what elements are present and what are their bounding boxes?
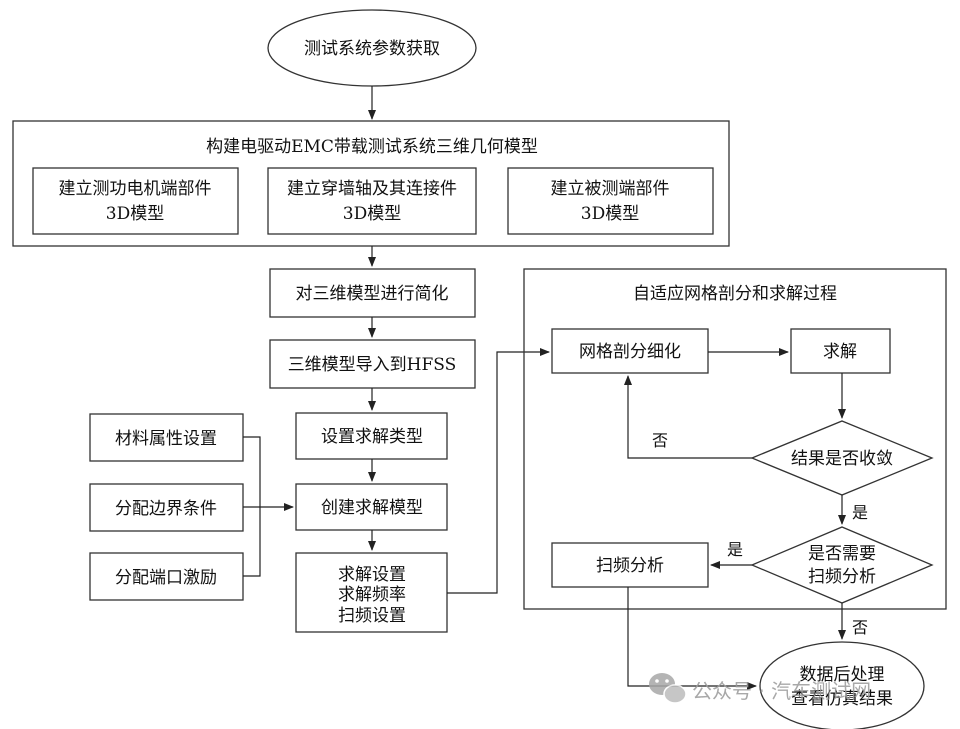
start-node: 测试系统参数获取 (267, 9, 477, 87)
port-label: 分配端口激励 (115, 568, 217, 588)
mesh-label: 网格剖分细化 (579, 342, 681, 362)
sweep-box (551, 542, 709, 588)
converge-label: 结果是否收敛 (791, 449, 893, 469)
sub-dut-line2: 3D模型 (581, 204, 639, 224)
arrow-settings-to-mesh (447, 348, 550, 594)
solve-type-node: 设置求解类型 (295, 412, 448, 460)
sub-dut-line1: 建立被测端部件 (551, 179, 670, 199)
sweep-label: 扫频分析 (596, 556, 664, 576)
solve-settings-line1: 求解设置 (338, 565, 406, 585)
yes-label-2: 是 (727, 540, 743, 559)
solve-box (790, 328, 891, 374)
port-node: 分配端口激励 (89, 552, 244, 601)
simplify-label: 对三维模型进行简化 (296, 284, 449, 304)
solve-type-label: 设置求解类型 (321, 427, 423, 447)
build-model-group: 构建电驱动EMC带载测试系统三维几何模型 建立测功电机端部件 3D模型 建立穿墙… (12, 120, 730, 247)
create-model-label: 创建求解模型 (321, 498, 423, 518)
post-line1: 数据后处理 (800, 665, 885, 685)
boundary-node: 分配边界条件 (89, 483, 244, 532)
need-sweep-line2: 扫频分析 (808, 567, 876, 587)
no-label-1: 否 (652, 431, 668, 450)
watermark-text: 公众号 · 汽车测试网 (692, 679, 871, 703)
material-label: 材料属性设置 (115, 429, 217, 449)
material-node: 材料属性设置 (89, 413, 244, 462)
solve-settings-line3: 扫频设置 (338, 606, 406, 626)
adaptive-group: 自适应网格剖分和求解过程 网格剖分细化 求解 结果是否收敛 是否需要 扫频分析 … (523, 268, 947, 610)
post-line2: 查看仿真结果 (791, 689, 893, 709)
sub-shaft-line1: 建立穿墙轴及其连接件 (287, 179, 457, 199)
sub-shaft-box (267, 167, 477, 235)
no-label-2: 否 (852, 618, 868, 637)
build-model-title: 构建电驱动EMC带载测试系统三维几何模型 (206, 137, 538, 157)
sub-motor-line2: 3D模型 (106, 204, 164, 224)
solve-settings-line2: 求解频率 (338, 585, 406, 605)
simplify-node: 对三维模型进行简化 (269, 268, 476, 318)
sub-motor-box (32, 167, 239, 235)
mesh-box (551, 328, 709, 374)
boundary-label: 分配边界条件 (115, 499, 217, 519)
start-label: 测试系统参数获取 (304, 39, 440, 59)
solve-label: 求解 (823, 342, 857, 362)
arrow-no-to-mesh (624, 375, 752, 459)
watermark: 公众号 · 汽车测试网 (649, 673, 871, 704)
solve-settings-node: 求解设置 求解频率 扫频设置 (295, 552, 448, 633)
wechat-icon (649, 673, 687, 704)
sub-shaft-line2: 3D模型 (343, 204, 401, 224)
sub-motor-line1: 建立测功电机端部件 (59, 179, 212, 199)
adaptive-title: 自适应网格剖分和求解过程 (633, 284, 837, 304)
import-label: 三维模型导入到HFSS (288, 355, 457, 375)
sub-dut-box (507, 167, 714, 235)
arrow-sweep-to-post (627, 587, 757, 690)
post-node: 数据后处理 查看仿真结果 (759, 641, 925, 729)
need-sweep-line1: 是否需要 (808, 544, 876, 564)
import-node: 三维模型导入到HFSS (269, 339, 476, 389)
need-sweep-diamond (750, 526, 934, 604)
create-model-node: 创建求解模型 (295, 483, 448, 531)
yes-label-1: 是 (852, 503, 868, 522)
